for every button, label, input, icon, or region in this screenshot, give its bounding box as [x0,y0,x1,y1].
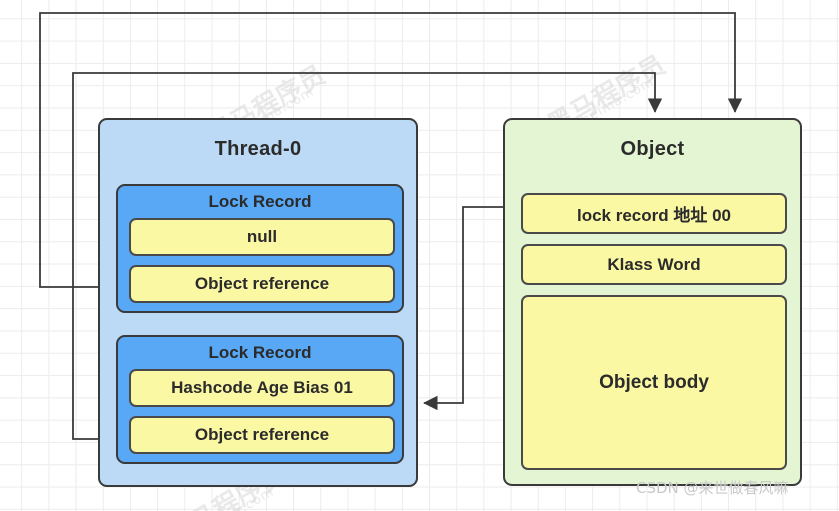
lock-record-1-field-object-reference: Object reference [129,265,395,303]
object-field-body: Object body [521,295,787,470]
lock-record-2: Lock Record Hashcode Age Bias 01 Object … [116,335,404,464]
object-field-mark-word: lock record 地址 00 [521,193,787,234]
lock-record-1-field-null: null [129,218,395,256]
lock-record-2-field-mark-word: Hashcode Age Bias 01 [129,369,395,407]
lock-record-2-title: Lock Record [208,343,312,362]
credit-watermark: CSDN @来世做春风嘛 [636,479,789,497]
thread-title: Thread-0 [214,138,302,160]
object-field-klass-word: Klass Word [521,244,787,285]
lock-record-2-field-object-reference: Object reference [129,416,395,454]
connector-object-ref-2 [72,72,663,440]
object-box: Object lock record 地址 00 Klass Word Obje… [503,118,802,486]
lock-record-1-title: Lock Record [208,192,312,211]
connector-object-ref-1 [39,12,743,288]
lock-record-1: Lock Record null Object reference [116,184,404,313]
connector-lock-record-address [423,206,519,411]
thread-box: Thread-0 Lock Record null Object referen… [98,118,418,487]
object-title: Object [620,138,685,160]
